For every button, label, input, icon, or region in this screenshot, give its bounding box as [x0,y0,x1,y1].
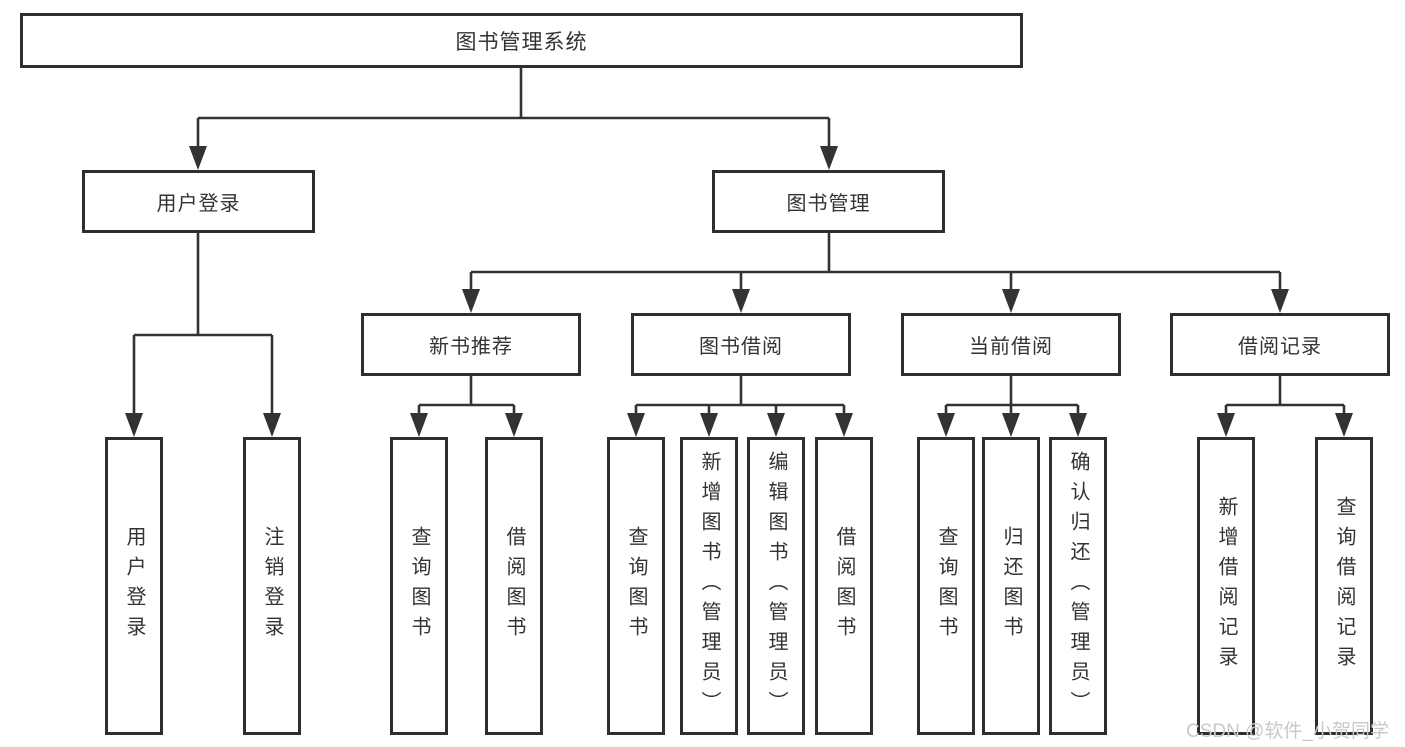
node-label: 查询图书 [625,526,647,646]
arrowhead-down-icon [462,289,480,313]
node-label: 查询图书 [408,526,430,646]
arrowhead-down-icon [1002,413,1020,437]
arrowhead-down-icon [767,413,785,437]
leaf-query-books-recommend: 查询图书 [390,437,448,735]
connector-root-to-level2 [189,68,838,170]
connector-new-book-branch [410,376,523,437]
arrowhead-down-icon [700,413,718,437]
arrowhead-down-icon [125,413,143,437]
node-user-login: 用户登录 [82,170,315,233]
csdn-watermark: CSDN @软件_小贺同学 [1186,721,1389,742]
node-new-book-recommendation: 新书推荐 [361,313,581,376]
leaf-add-borrow-record: 新增借阅记录 [1197,437,1255,735]
arrowhead-down-icon [263,413,281,437]
arrowhead-down-icon [937,413,955,437]
node-label: 用户登录 [123,526,145,646]
arrowhead-down-icon [1217,413,1235,437]
node-label: 当前借阅 [969,336,1053,358]
arrowhead-down-icon [1069,413,1087,437]
node-label: 图书管理系统 [455,30,588,54]
node-borrowing-records: 借阅记录 [1170,313,1390,376]
leaf-query-books-current: 查询图书 [917,437,975,735]
node-root-library-system: 图书管理系统 [20,13,1023,68]
connector-user-login-branch [125,233,281,437]
connector-current-borrow-branch [937,376,1087,437]
node-label: 借阅图书 [833,526,855,646]
node-label: 图书管理 [786,193,871,215]
leaf-borrow-books: 借阅图书 [815,437,873,735]
arrowhead-down-icon [1271,289,1289,313]
node-label: 查询借阅记录 [1333,496,1355,676]
leaf-confirm-return-admin: 确认归还（管理员） [1049,437,1107,735]
node-label: 查询图书 [935,526,957,646]
node-label: 编辑图书（管理员） [765,451,787,721]
arrowhead-down-icon [1335,413,1353,437]
node-label: 归还图书 [1000,526,1022,646]
node-current-borrowing: 当前借阅 [901,313,1121,376]
node-label: 注销登录 [261,526,283,646]
leaf-logout: 注销登录 [243,437,301,735]
leaf-query-books-borrow: 查询图书 [607,437,665,735]
leaf-return-books: 归还图书 [982,437,1040,735]
arrowhead-down-icon [627,413,645,437]
arrowhead-down-icon [732,289,750,313]
arrowhead-down-icon [820,146,838,170]
leaf-add-book-admin: 新增图书（管理员） [680,437,738,735]
arrowhead-down-icon [410,413,428,437]
leaf-edit-book-admin: 编辑图书（管理员） [747,437,805,735]
node-label: 确认归还（管理员） [1067,451,1089,721]
leaf-user-login: 用户登录 [105,437,163,735]
arrowhead-down-icon [835,413,853,437]
node-book-management: 图书管理 [712,170,945,233]
connector-book-management-branch [462,233,1289,313]
node-label: 新增图书（管理员） [698,451,720,721]
connector-borrow-records-branch [1217,376,1353,437]
node-book-borrowing: 图书借阅 [631,313,851,376]
node-label: 借阅记录 [1238,336,1322,358]
node-label: 新增借阅记录 [1215,496,1237,676]
connector-book-borrow-branch [627,376,853,437]
node-label: 用户登录 [156,193,241,215]
node-label: 借阅图书 [503,526,525,646]
node-label: 图书借阅 [699,336,783,358]
leaf-query-borrow-record: 查询借阅记录 [1315,437,1373,735]
arrowhead-down-icon [189,146,207,170]
arrowhead-down-icon [1002,289,1020,313]
arrowhead-down-icon [505,413,523,437]
node-label: 新书推荐 [429,336,513,358]
leaf-borrow-books-recommend: 借阅图书 [485,437,543,735]
